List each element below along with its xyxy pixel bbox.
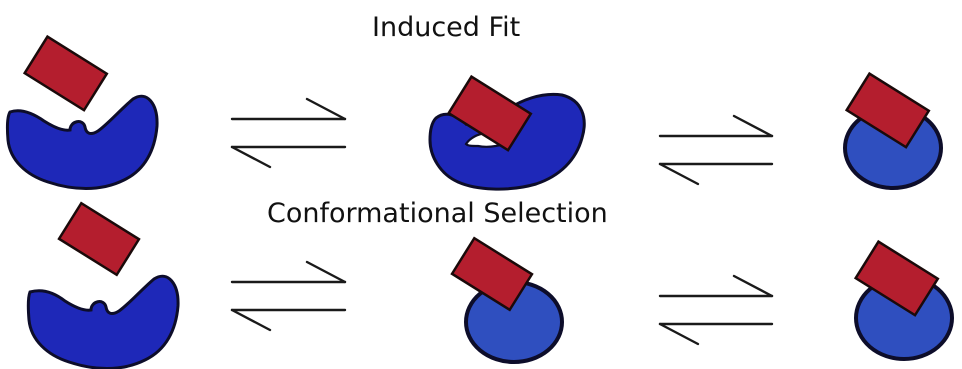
title-conformational-selection: Conformational Selection — [267, 198, 608, 229]
induced-fit-state-2 — [428, 74, 586, 191]
ligand-block — [446, 74, 533, 152]
conformational-selection-state-3 — [853, 239, 954, 361]
title-induced-fit: Induced Fit — [372, 12, 521, 43]
induced-fit-state-3 — [843, 71, 943, 190]
ligand-block — [844, 71, 931, 149]
conformational-selection-state-2 — [450, 236, 564, 364]
receptor-open-pocket — [26, 274, 180, 369]
ligand-block — [22, 34, 109, 112]
induced-fit-state-1 — [5, 34, 159, 190]
receptor-open-pocket — [5, 94, 159, 190]
ligand-block — [450, 236, 534, 312]
ligand-block — [57, 201, 141, 277]
induced-fit-equilibrium-arrows-1 — [230, 97, 347, 169]
conformational-selection-state-1 — [26, 201, 180, 369]
ligand-block — [853, 239, 940, 317]
conformational-selection-equilibrium-arrows-1 — [230, 260, 347, 332]
conformational-selection-equilibrium-arrows-2 — [658, 274, 774, 346]
induced-fit-equilibrium-arrows-2 — [658, 114, 774, 186]
